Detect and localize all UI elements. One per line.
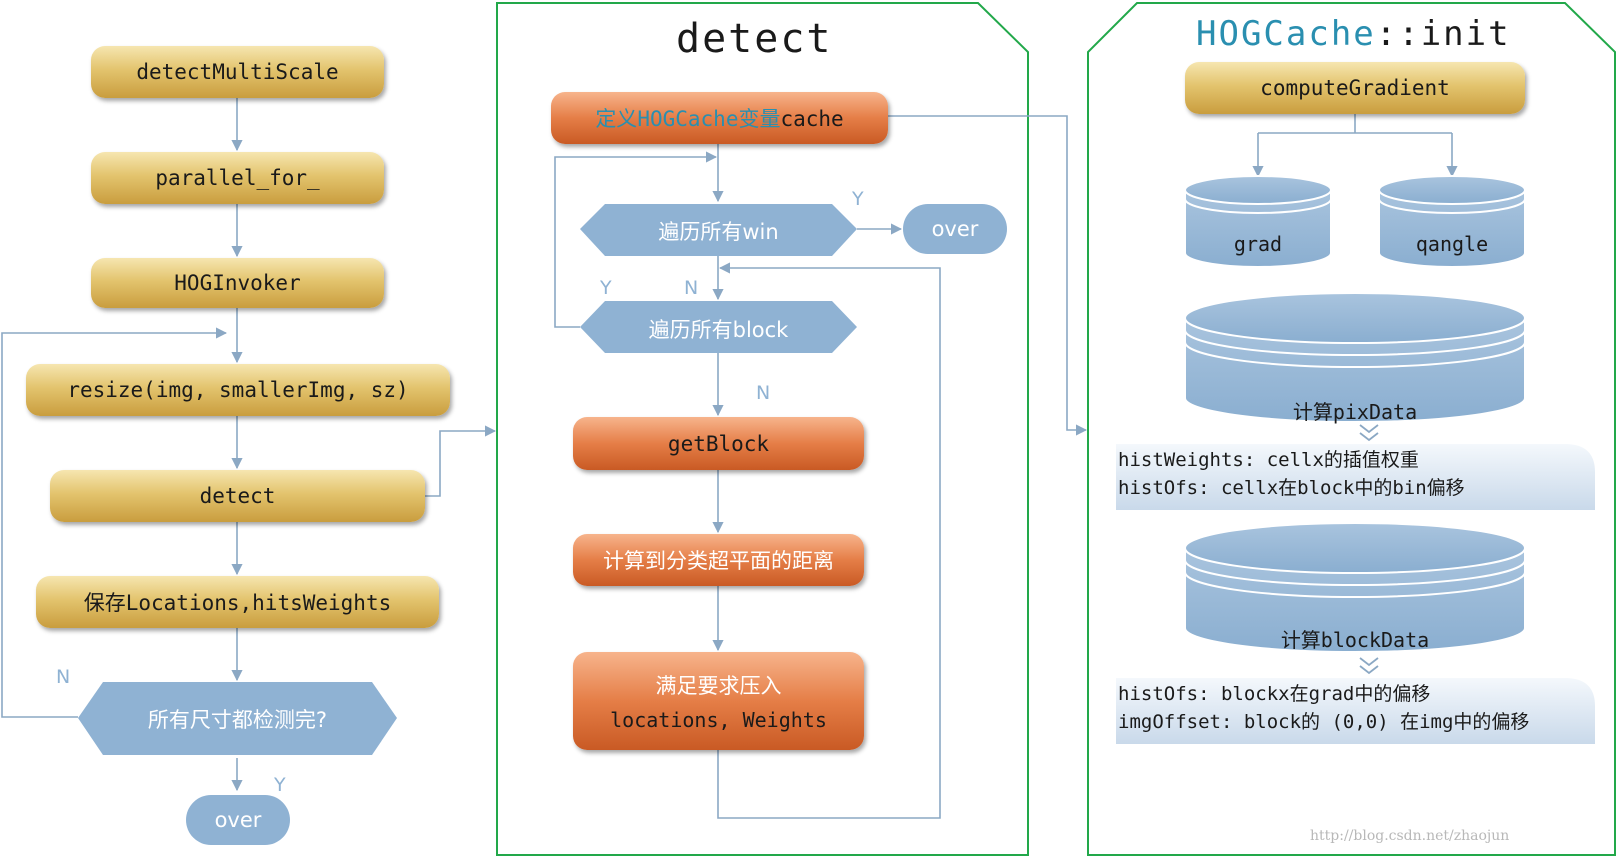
compute-gradient-label: computeGradient (1260, 76, 1450, 100)
define-cache-label: 定义HOGCache变量cache (595, 103, 843, 133)
detect-title: detect (676, 16, 833, 62)
pixdata-label: 计算pixData (1292, 400, 1418, 424)
push-results-line1: 满足要求压入 (655, 674, 782, 698)
detect-label: detect (199, 484, 276, 508)
pixdata-note-shape (1116, 444, 1595, 510)
block-n-label: N (684, 277, 699, 299)
getblock-box: getBlock (573, 417, 864, 470)
hoginvoker-label: HOGInvoker (174, 271, 301, 295)
left-over-terminal: over (186, 795, 290, 845)
detect-frame (496, 2, 1029, 856)
loop-win-shape (580, 204, 857, 256)
getblock-label: getBlock (667, 431, 770, 456)
all-sizes-decision-shape (78, 682, 397, 755)
define-cache-prefix: 定义 (595, 107, 638, 131)
middle-over-label: over (931, 217, 979, 241)
left-over-label: over (214, 808, 262, 832)
pixdata-note-line1: histWeights: cellx的插值权重 (1118, 449, 1419, 471)
parallel-for-label: parallel_for_ (155, 166, 320, 190)
grad-cylinder (1184, 175, 1332, 268)
loop-win-label: 遍历所有win (658, 220, 779, 244)
pixdata-cylinder (1184, 292, 1526, 423)
hogcache-init-title-class: HOGCache (1196, 14, 1376, 54)
blockdata-note-line1: histOfs: blockx在grad中的偏移 (1118, 683, 1431, 705)
loop-block-label: 遍历所有block (648, 318, 789, 342)
resize-label: resize(img, smallerImg, sz) (67, 378, 409, 402)
blockdata-cylinder (1184, 522, 1526, 653)
blockdata-note: histOfs: blockx在grad中的偏移 imgOffset: bloc… (1118, 680, 1529, 736)
win-y-label: Y (852, 188, 864, 210)
all-sizes-decision-label: 所有尺寸都检测完? (147, 708, 328, 732)
detectmultiscale-box: detectMultiScale (91, 46, 384, 98)
blockdata-label: 计算blockData (1280, 628, 1430, 652)
block-y-label: Y (600, 277, 612, 299)
pixdata-note-line2: histOfs: cellx在block中的bin偏移 (1118, 477, 1465, 499)
define-cache-var: cache (780, 107, 844, 131)
push-results-line2: locations, Weights (610, 708, 827, 732)
loop-block-shape (580, 301, 857, 353)
define-cache-box: 定义HOGCache变量cache (551, 92, 888, 144)
hogcache-init-frame (1087, 2, 1616, 856)
save-results-box: 保存Locations,hitsWeights (36, 576, 439, 628)
middle-over-terminal: over (903, 204, 1007, 254)
qangle-cylinder (1378, 175, 1526, 268)
blockdata-note-shape (1116, 678, 1595, 744)
push-results-box: 满足要求压入 locations, Weights (573, 652, 864, 750)
compute-distance-box: 计算到分类超平面的距离 (573, 534, 864, 586)
detectmultiscale-label: detectMultiScale (136, 60, 339, 84)
hogcache-init-title-method: ::init (1375, 14, 1511, 54)
define-cache-mid: 变量 (738, 107, 781, 131)
chevron-down-icon (1359, 424, 1379, 675)
pixdata-note: histWeights: cellx的插值权重 histOfs: cellx在b… (1118, 446, 1465, 502)
resize-box: resize(img, smallerImg, sz) (26, 364, 450, 416)
compute-gradient-box: computeGradient (1185, 62, 1525, 114)
parallel-for-box: parallel_for_ (91, 152, 384, 204)
detect-box: detect (50, 470, 425, 522)
blockdata-note-line2: imgOffset: block的 (0,0) 在img中的偏移 (1118, 711, 1530, 733)
qangle-label: qangle (1415, 232, 1489, 256)
hogcache-init-title: HOGCache::init (1196, 14, 1511, 54)
left-n-label: N (56, 666, 71, 688)
left-y-label: Y (274, 774, 286, 796)
watermark: http://blog.csdn.net/zhaojun (1310, 828, 1510, 844)
save-results-label: 保存Locations,hitsWeights (83, 591, 392, 615)
hoginvoker-box: HOGInvoker (91, 258, 384, 308)
compute-distance-label: 计算到分类超平面的距离 (603, 549, 834, 573)
define-cache-class: HOGCache (637, 107, 739, 131)
getblock-n-label: N (756, 382, 771, 404)
grad-label: grad (1233, 232, 1283, 256)
